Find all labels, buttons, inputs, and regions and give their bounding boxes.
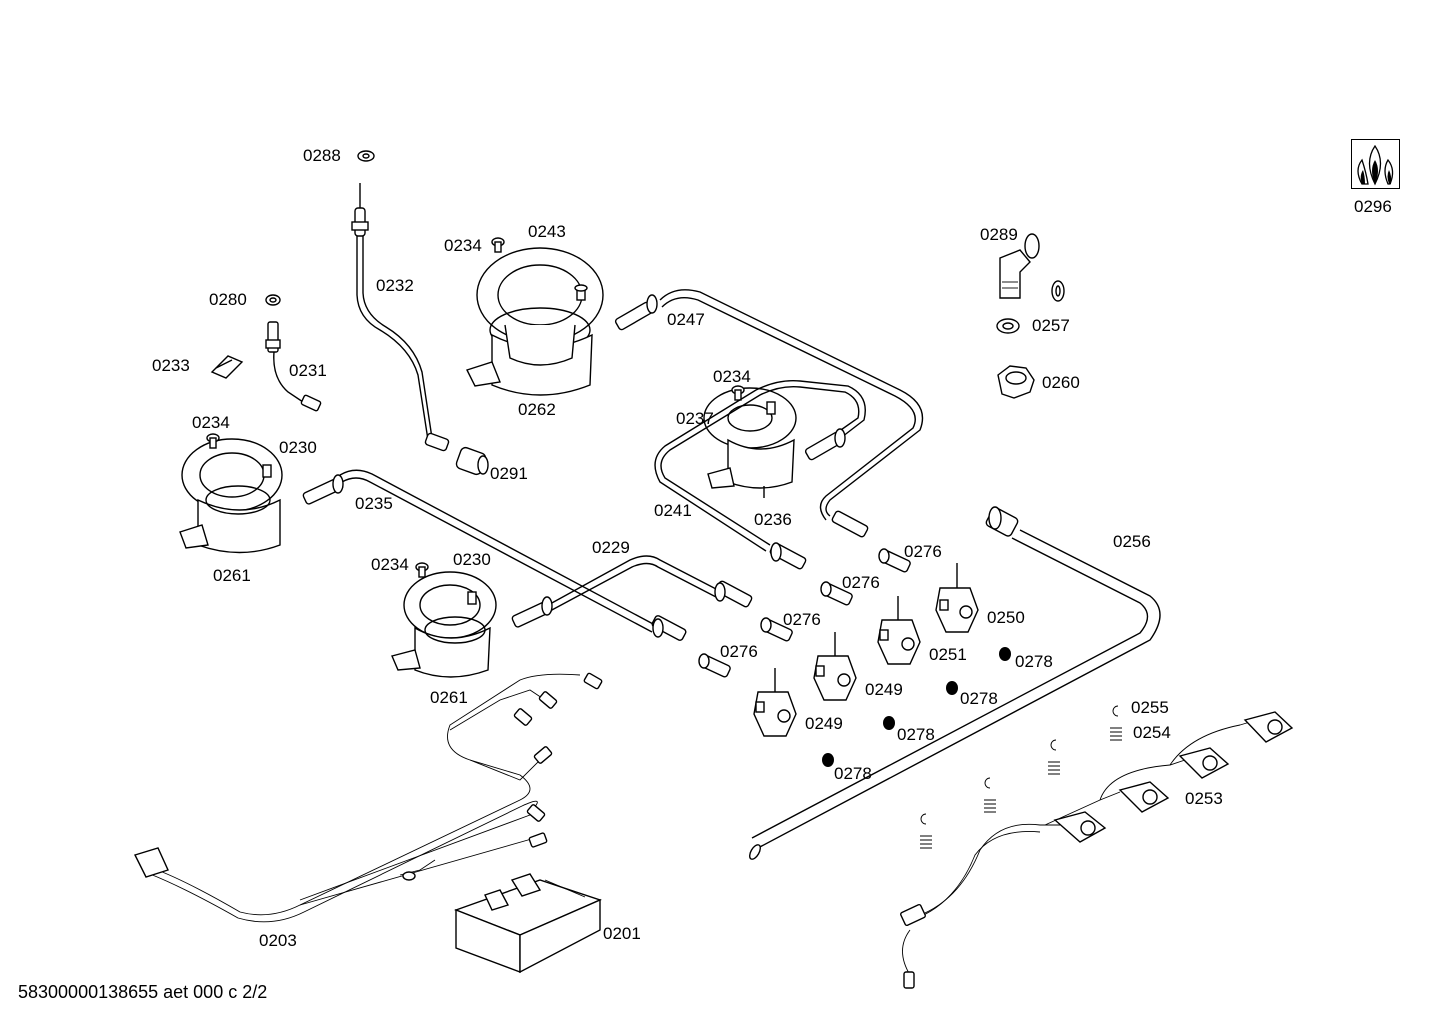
label-0255: 0255 — [1131, 698, 1169, 717]
thermocouple-0232 — [351, 183, 450, 452]
label-0262: 0262 — [518, 400, 556, 419]
seal-ring-0257-a — [1051, 280, 1065, 302]
seal-0278-d — [822, 753, 834, 767]
clip-0255 — [920, 705, 1119, 825]
label-0261: 0261 — [213, 566, 251, 585]
label-0235: 0235 — [355, 494, 393, 513]
label-0234: 0234 — [371, 555, 409, 574]
label-0257: 0257 — [1032, 316, 1070, 335]
label-0230: 0230 — [279, 438, 317, 457]
label-0203: 0203 — [259, 931, 297, 950]
gas-pipe-0235 — [302, 469, 687, 641]
gas-pipe-0247 — [614, 289, 924, 538]
label-0288: 0288 — [303, 146, 341, 165]
gas-flames-icon — [1351, 139, 1400, 189]
label-0276: 0276 — [842, 573, 880, 592]
label-0201: 0201 — [603, 924, 641, 943]
seal-0278-a — [999, 647, 1011, 661]
label-0276: 0276 — [783, 610, 821, 629]
screw-0234-d — [731, 385, 745, 401]
label-0278: 0278 — [897, 725, 935, 744]
injector-0276-c — [760, 617, 793, 642]
label-0234: 0234 — [713, 367, 751, 386]
label-0249: 0249 — [865, 680, 903, 699]
gas-valve-0249-b — [753, 668, 797, 737]
label-0256: 0256 — [1113, 532, 1151, 551]
seal-ring-0257-b — [996, 318, 1020, 334]
label-0253: 0253 — [1185, 789, 1223, 808]
burner-0261-a — [179, 438, 283, 554]
label-0296: 0296 — [1354, 197, 1392, 216]
clip-0233 — [210, 355, 244, 379]
label-0249: 0249 — [805, 714, 843, 733]
label-0236: 0236 — [754, 510, 792, 529]
washer-0280 — [265, 294, 281, 306]
label-0251: 0251 — [929, 645, 967, 664]
label-0276: 0276 — [904, 542, 942, 561]
washer-0288 — [357, 150, 375, 162]
screw-0234-a — [491, 237, 505, 253]
elbow-connector-0289 — [999, 233, 1040, 299]
spring-0254 — [920, 727, 1122, 849]
label-0278: 0278 — [960, 689, 998, 708]
spark-generator-0201 — [454, 873, 602, 974]
label-0234: 0234 — [192, 413, 230, 432]
wiring-harness-0203 — [134, 672, 603, 923]
seal-0278-c — [883, 716, 895, 730]
label-0254: 0254 — [1133, 723, 1171, 742]
label-0289: 0289 — [980, 225, 1018, 244]
injector-0276-d — [698, 653, 731, 678]
nut-0291 — [455, 446, 489, 476]
burner-0236 — [703, 387, 797, 498]
label-0278: 0278 — [834, 764, 872, 783]
gas-pipe-0241 — [654, 380, 866, 570]
label-0260: 0260 — [1042, 373, 1080, 392]
gas-valve-0249-a — [813, 632, 857, 701]
gas-rail-0256 — [749, 506, 1161, 860]
label-0261: 0261 — [430, 688, 468, 707]
label-0291: 0291 — [490, 464, 528, 483]
label-0241: 0241 — [654, 501, 692, 520]
label-0243: 0243 — [528, 222, 566, 241]
document-code: 58300000138655 aet 000 c 2/2 — [18, 982, 268, 1002]
label-0229: 0229 — [592, 538, 630, 557]
label-0280: 0280 — [209, 290, 247, 309]
label-0247: 0247 — [667, 310, 705, 329]
injector-0276-a — [878, 548, 911, 573]
label-0233: 0233 — [152, 356, 190, 375]
gas-valve-0251 — [877, 596, 921, 665]
label-0278: 0278 — [1015, 652, 1053, 671]
label-0234: 0234 — [444, 236, 482, 255]
seal-0278-b — [946, 681, 958, 695]
ignition-switch-harness-0253 — [900, 711, 1294, 989]
injector-0276-b — [820, 581, 853, 606]
gas-valve-0250 — [935, 563, 979, 633]
nut-0260 — [997, 365, 1035, 399]
burner-0262 — [466, 247, 604, 396]
ignition-electrode-0231 — [265, 321, 322, 412]
label-0231: 0231 — [289, 361, 327, 380]
label-0237: 0237 — [676, 409, 714, 428]
label-0276: 0276 — [720, 642, 758, 661]
screw-0234-c — [415, 562, 429, 578]
burner-0261-b — [391, 571, 497, 678]
gas-pipe-0229 — [511, 555, 753, 628]
label-0232: 0232 — [376, 276, 414, 295]
label-0250: 0250 — [987, 608, 1025, 627]
screw-0234-b — [206, 433, 220, 449]
label-0230: 0230 — [453, 550, 491, 569]
